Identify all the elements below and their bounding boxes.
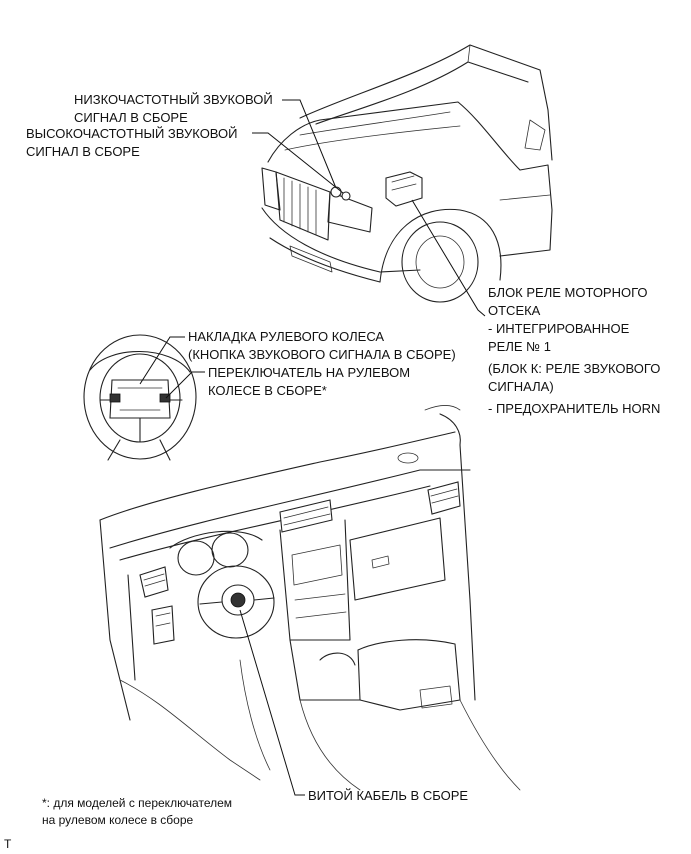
car-leader-lines	[252, 99, 486, 317]
steering-wheel-illustration	[83, 334, 197, 461]
corner-mark: T	[4, 836, 11, 853]
footnote: *: для моделей с переключателем на рулев…	[42, 795, 232, 829]
relay-block-k-line1: (БЛОК К: РЕЛЕ ЗВУКОВОГО	[488, 361, 661, 376]
high-horn-label: ВЫСОКОЧАСТОТНЫЙ ЗВУКОВОЙ СИГНАЛ В СБОРЕ	[26, 125, 238, 161]
relay-block-title-line1: БЛОК РЕЛЕ МОТОРНОГО	[488, 285, 648, 300]
low-horn-label: НИЗКОЧАСТОТНЫЙ ЗВУКОВОЙ СИГНАЛ В СБОРЕ	[74, 91, 273, 127]
wheel-switch-line2: КОЛЕСЕ В СБОРЕ*	[208, 383, 327, 398]
relay-block-relay-line1: - ИНТЕГРИРОВАННОЕ	[488, 321, 630, 336]
low-horn-line2: СИГНАЛ В СБОРЕ	[74, 110, 188, 125]
spiral-cable-label: ВИТОЙ КАБЕЛЬ В СБОРЕ	[308, 787, 468, 805]
footnote-line2: на рулевом колесе в сборе	[42, 813, 194, 827]
high-horn-line2: СИГНАЛ В СБОРЕ	[26, 144, 140, 159]
corner-mark-text: T	[4, 837, 12, 851]
wheel-pad-label: НАКЛАДКА РУЛЕВОГО КОЛЕСА (КНОПКА ЗВУКОВО…	[188, 328, 456, 364]
wheel-switch-label: ПЕРЕКЛЮЧАТЕЛЬ НА РУЛЕВОМ КОЛЕСЕ В СБОРЕ*	[208, 364, 410, 400]
high-horn-line1: ВЫСОКОЧАСТОТНЫЙ ЗВУКОВОЙ	[26, 126, 238, 141]
wheel-switch-line1: ПЕРЕКЛЮЧАТЕЛЬ НА РУЛЕВОМ	[208, 365, 411, 380]
dashboard-illustration	[99, 405, 521, 791]
relay-block-label: БЛОК РЕЛЕ МОТОРНОГО ОТСЕКА - ИНТЕГРИРОВА…	[488, 284, 660, 418]
relay-block-fuse: - ПРЕДОХРАНИТЕЛЬ HORN	[488, 401, 661, 416]
wheel-pad-line1: НАКЛАДКА РУЛЕВОГО КОЛЕСА	[188, 329, 385, 344]
low-horn-line1: НИЗКОЧАСТОТНЫЙ ЗВУКОВОЙ	[74, 92, 273, 107]
wheel-leader-lines	[139, 336, 205, 399]
relay-block-k-line2: СИГНАЛА)	[488, 379, 554, 394]
wheel-pad-line2: (КНОПКА ЗВУКОВОГО СИГНАЛА В СБОРЕ)	[188, 347, 456, 362]
relay-block-title-line2: ОТСЕКА	[488, 303, 541, 318]
footnote-line1: *: для моделей с переключателем	[42, 796, 233, 810]
spiral-cable-text: ВИТОЙ КАБЕЛЬ В СБОРЕ	[308, 788, 469, 803]
car-front-illustration	[261, 44, 553, 303]
dash-leader-lines	[239, 609, 305, 796]
relay-block-relay-line2: РЕЛЕ № 1	[488, 339, 551, 354]
